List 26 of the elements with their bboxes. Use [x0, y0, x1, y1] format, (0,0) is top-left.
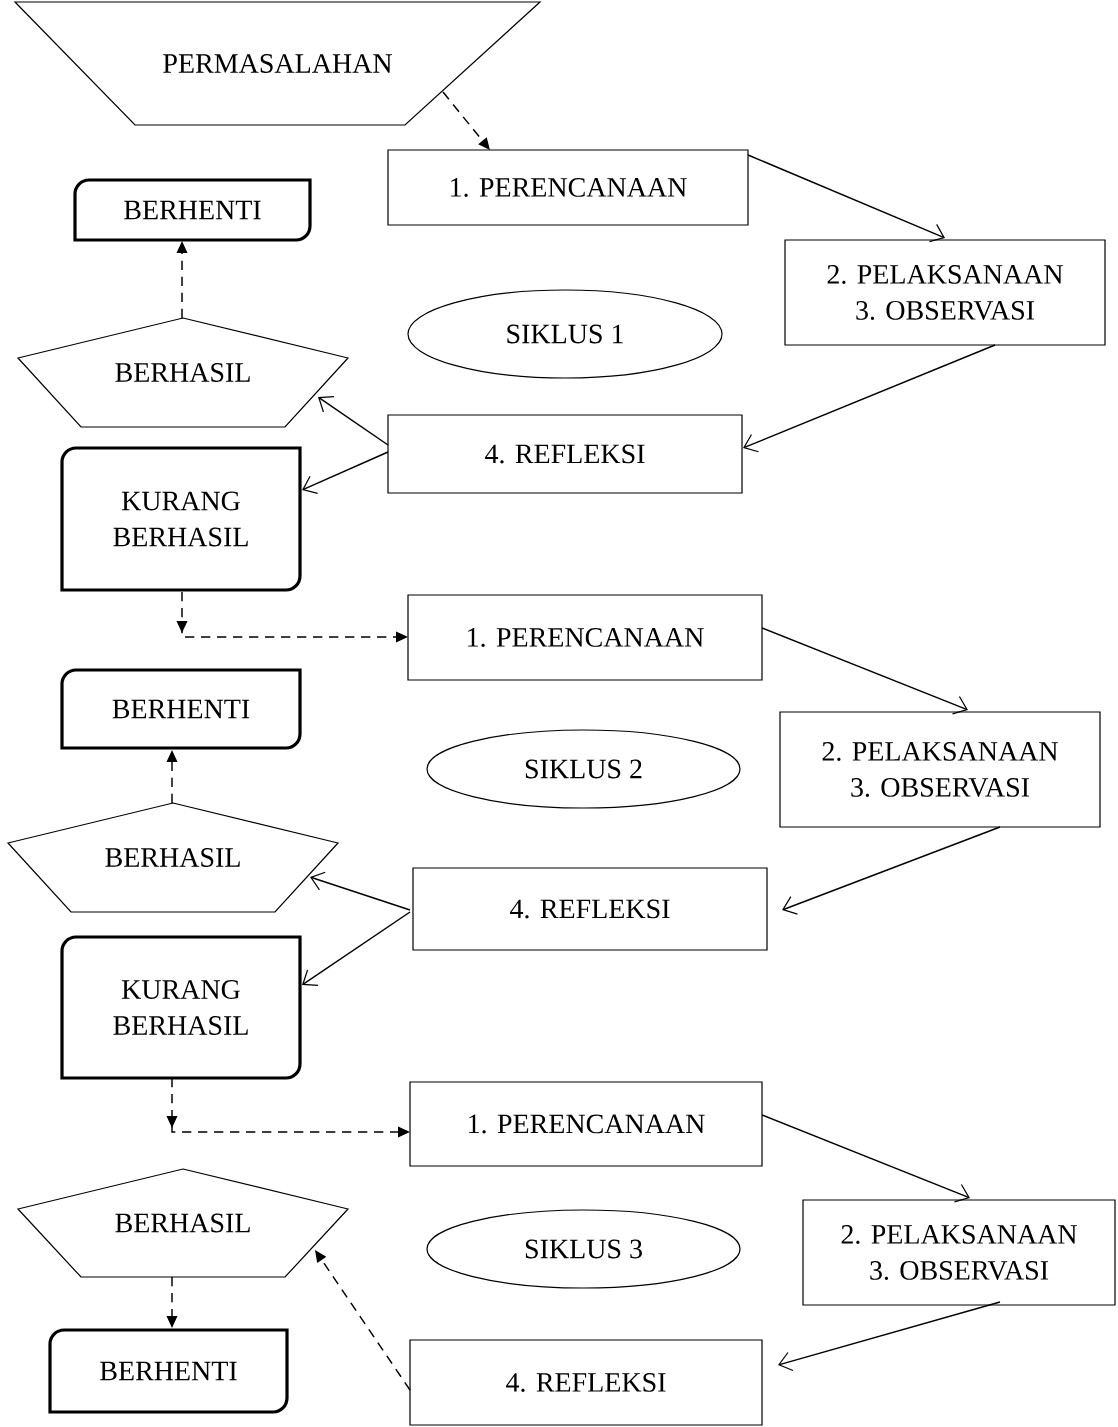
process-box: 1. PERENCANAAN [409, 1081, 763, 1167]
process-box: 1. PERENCANAAN [407, 594, 763, 681]
terminal-box: BERHENTI [48, 1328, 289, 1414]
dashed-arrow [315, 1250, 411, 1391]
process-box: 2. PELAKSANAAN 3. OBSERVASI [802, 1199, 1116, 1306]
arrow [778, 1301, 1001, 1372]
arrow [747, 154, 945, 243]
arrow [302, 911, 411, 987]
process-box: 2. PELAKSANAAN 3. OBSERVASI [779, 711, 1101, 828]
arrow [743, 344, 996, 453]
arrow [761, 627, 968, 715]
process-box: 4. REFLEKSI [387, 414, 743, 494]
terminal-box: BERHENTI [60, 668, 302, 750]
process-box: 1. PERENCANAAN [387, 149, 749, 226]
process-box: 4. REFLEKSI [409, 1339, 763, 1426]
arrow [302, 451, 389, 494]
arrow [318, 396, 389, 446]
process-box: 2. PELAKSANAAN 3. OBSERVASI [784, 239, 1106, 346]
arrow [761, 1114, 970, 1203]
terminal-box: KURANG BERHASIL [60, 935, 302, 1080]
terminal-box: BERHENTI [73, 178, 312, 242]
arrow [310, 871, 411, 911]
dashed-arrow [442, 91, 490, 150]
terminal-box: KURANG BERHASIL [60, 446, 302, 592]
arrow [782, 826, 1001, 915]
process-box: 4. REFLEKSI [412, 867, 768, 951]
